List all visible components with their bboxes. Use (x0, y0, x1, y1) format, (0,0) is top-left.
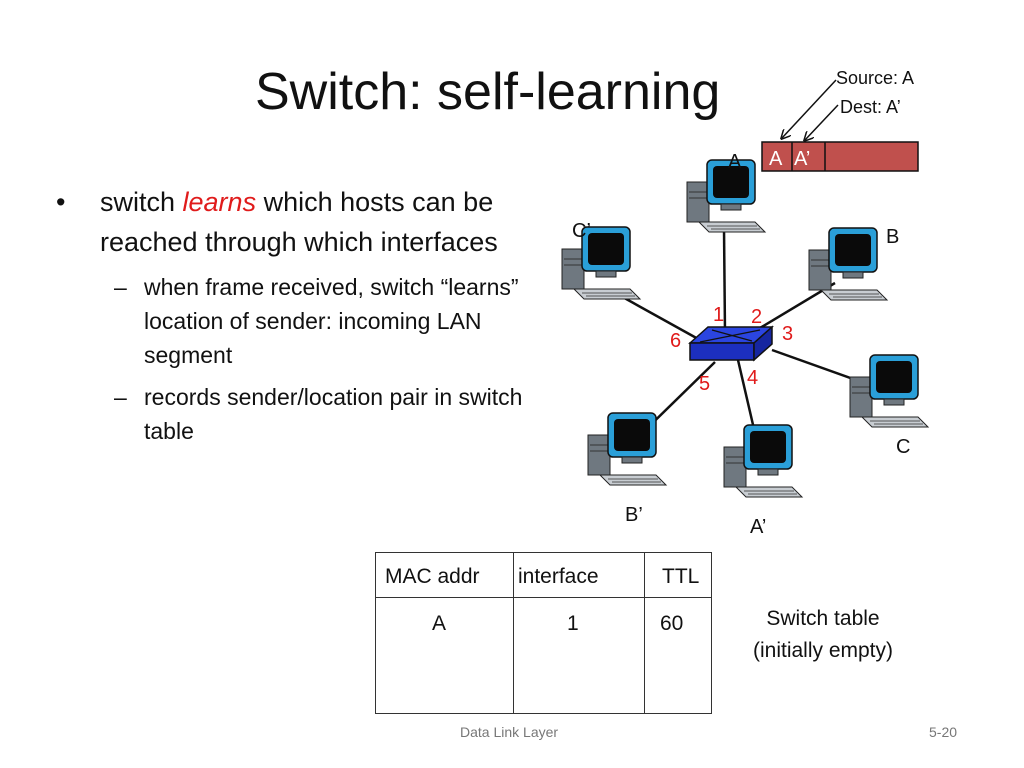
source-arrow (782, 79, 837, 138)
port-3: 3 (782, 323, 793, 345)
frame-source-label: Source: A (836, 68, 915, 88)
dest-arrow (805, 104, 839, 140)
host-label-c: C (896, 436, 910, 458)
table-header-divider (376, 597, 711, 598)
switch-table: MAC addr interface TTL A 1 60 (375, 552, 712, 714)
sub-bullet-1: –when frame received, switch “learns” lo… (56, 270, 526, 372)
bullet-main-prefix: switch (100, 187, 183, 217)
bullet-list: • switch learns which hosts can be reache… (56, 182, 526, 448)
bullet-dot: • (56, 187, 66, 217)
sub-bullet-dash: – (114, 384, 127, 410)
host-label-b-prime: B’ (625, 504, 643, 526)
table-cell-ttl: 60 (660, 612, 684, 635)
table-column-divider (513, 553, 514, 713)
host-c-computer-icon (849, 354, 929, 428)
host-label-a: A (728, 151, 742, 173)
bullet-main: • switch learns which hosts can be reache… (56, 182, 526, 262)
table-cell-mac: A (432, 612, 447, 635)
port-2: 2 (751, 306, 762, 328)
ethernet-frame (761, 141, 919, 172)
port-1: 1 (713, 304, 724, 326)
table-cell-interface: 1 (567, 612, 579, 635)
port-5: 5 (699, 373, 710, 395)
host-b-prime-computer-icon (587, 412, 667, 486)
footer-page-number: 5-20 (929, 724, 958, 740)
port-6: 6 (670, 330, 681, 352)
sub-bullet-dash: – (114, 274, 127, 300)
caption-line-2: (initially empty) (752, 639, 894, 662)
frame-dest-label: Dest: A’ (840, 97, 901, 117)
host-label-a-prime: A’ (750, 516, 766, 538)
host-a-computer-icon (686, 159, 766, 233)
host-a-prime-computer-icon (723, 424, 803, 498)
table-header-ttl: TTL (662, 565, 700, 588)
switch-table-caption: Switch table (initially empty) (738, 603, 908, 667)
caption-line-1: Switch table (766, 607, 880, 630)
footer-center: Data Link Layer (460, 724, 559, 740)
bullet-main-suffix: which hosts can be reached through which… (100, 187, 498, 257)
host-label-b: B (886, 226, 899, 248)
bullet-main-emphasis: learns (182, 187, 257, 217)
table-header-interface: interface (518, 565, 599, 588)
link-a (722, 227, 727, 334)
frame-field-source: A (769, 148, 783, 170)
switch-device (688, 325, 774, 362)
sub-bullet-2: –records sender/location pair in switch … (56, 380, 526, 448)
host-label-c-prime: C’ (572, 220, 591, 242)
table-column-divider (644, 553, 645, 713)
sub-bullet-2-text: records sender/location pair in switch t… (144, 384, 523, 444)
slide-title: Switch: self-learning (255, 63, 721, 121)
frame-field-dest: A’ (794, 148, 810, 170)
table-header-mac: MAC addr (385, 565, 480, 588)
port-4: 4 (747, 367, 758, 389)
host-b-computer-icon (808, 227, 888, 301)
sub-bullet-1-text: when frame received, switch “learns” loc… (144, 274, 519, 368)
